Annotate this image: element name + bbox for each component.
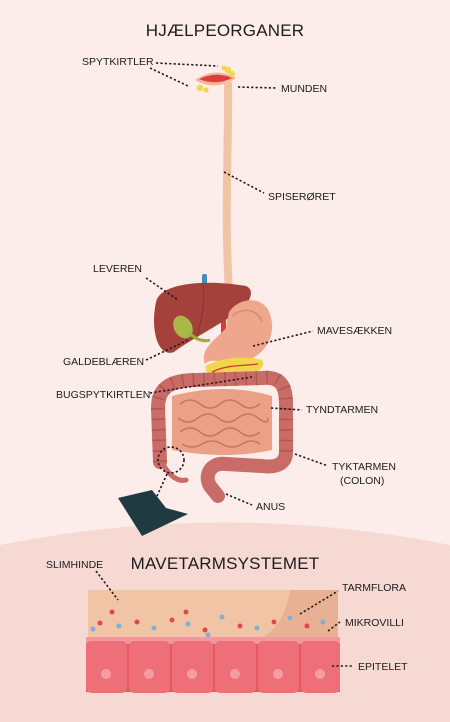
label-galdeblaeren: GALDEBLÆREN <box>63 356 144 368</box>
gallbladder <box>173 315 193 339</box>
liver <box>154 282 251 353</box>
top-title: HJÆLPEORGANER <box>146 21 304 40</box>
label-tyktarmen: TYKTARMEN <box>332 461 396 473</box>
label-spiseroret: SPISERØRET <box>268 191 336 203</box>
epithelium <box>86 641 340 693</box>
appendix <box>161 463 189 483</box>
small-intestine <box>172 389 272 455</box>
bottom-title: MAVETARMSYSTEMET <box>131 554 320 573</box>
stomach <box>203 300 273 364</box>
large-intestine <box>151 370 293 503</box>
tissue-cross-section <box>86 590 340 693</box>
label-mikrovilli: MIKROVILLI <box>345 617 404 629</box>
label-colon: (COLON) <box>340 475 384 487</box>
label-tarmflora: TARMFLORA <box>342 582 406 594</box>
zoom-arrow <box>118 490 188 536</box>
label-mavesaekken: MAVESÆKKEN <box>317 325 392 337</box>
label-munden: MUNDEN <box>281 83 327 95</box>
label-anus: ANUS <box>256 501 285 513</box>
label-leveren: LEVEREN <box>93 263 142 275</box>
label-spytkirtler: SPYTKIRTLER <box>82 56 154 68</box>
label-epitelet: EPITELET <box>358 661 408 673</box>
label-slimhinde: SLIMHINDE <box>46 559 103 571</box>
zoom-circle <box>157 446 185 474</box>
zoom-leader <box>156 473 168 497</box>
gut-flora-dots <box>90 609 326 638</box>
microvilli-layer <box>86 637 340 645</box>
label-bugspytkirtlen: BUGSPYTKIRTLEN <box>56 389 150 401</box>
label-tyndtarmen: TYNDTARMEN <box>306 404 378 416</box>
leader-lines <box>95 62 354 667</box>
